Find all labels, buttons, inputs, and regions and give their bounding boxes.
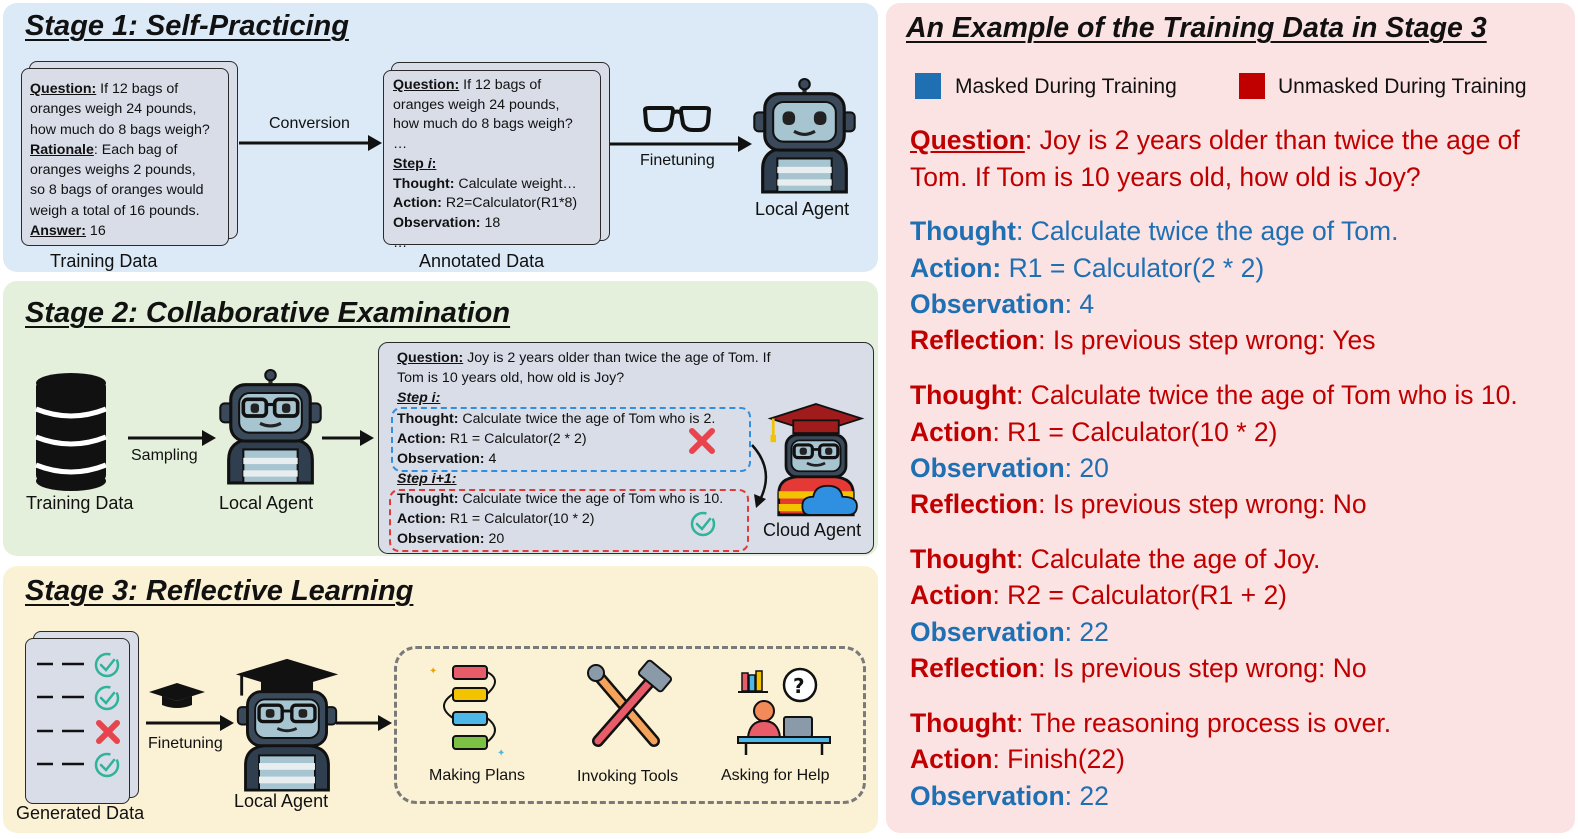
stage3-title: Stage 3: Reflective Learning <box>25 575 414 607</box>
legend-unmasked-swatch <box>1239 73 1265 99</box>
stage2-training-label: Training Data <box>26 493 134 513</box>
stage3-finetuning-label: Finetuning <box>148 735 223 752</box>
annotated-card-text: Question: If 12 bags of oranges weigh 24… <box>393 77 578 251</box>
tools-icon <box>587 659 673 747</box>
step1-thought: Thought: Calculate twice the age of Tom. <box>910 216 1399 246</box>
check-icon <box>94 652 120 678</box>
plans-icon: ✦ ✦ <box>429 665 505 759</box>
database-icon <box>35 373 107 491</box>
step3-reflection: Reflection: Is previous step wrong: No <box>910 653 1367 683</box>
robot-icon <box>235 658 339 792</box>
stage3-agent-label: Local Agent <box>234 791 329 811</box>
step4-observation: Observation: 22 <box>910 781 1109 811</box>
check-icon <box>690 511 716 537</box>
robot-icon <box>753 77 856 194</box>
stage1-agent-label: Local Agent <box>755 199 850 219</box>
svg-text:✦: ✦ <box>429 666 437 677</box>
sampling-arrow <box>128 430 216 446</box>
training-card-text: Question: If 12 bags of oranges weigh 24… <box>30 81 210 240</box>
finetuning-arrow-2 <box>146 715 234 731</box>
cloud-agent-icon <box>767 403 865 517</box>
correction-arrow <box>751 444 768 508</box>
check-icon <box>94 685 120 711</box>
legend-masked-label: Masked During Training <box>955 75 1177 98</box>
stage2-title: Stage 2: Collaborative Examination <box>25 297 511 329</box>
ability-invoking-tools: Invoking Tools <box>577 768 679 785</box>
check-icon <box>94 752 120 778</box>
annotated-label: Annotated Data <box>419 251 545 271</box>
abilities-arrow <box>336 715 392 731</box>
abilities-box <box>394 646 866 804</box>
stage1-title: Stage 1: Self-Practicing <box>25 10 349 42</box>
step1-reflection: Reflection: Is previous step wrong: Yes <box>910 325 1376 355</box>
generated-label: Generated Data <box>16 803 145 823</box>
cross-icon <box>96 720 120 744</box>
stage3-panel <box>3 566 878 833</box>
cross-icon <box>689 428 715 454</box>
example-question-line-2: Tom. If Tom is 10 years old, how old is … <box>910 162 1421 192</box>
finetuning-arrow-1 <box>610 136 752 152</box>
svg-text:?: ? <box>793 674 805 698</box>
legend-masked-swatch <box>915 73 941 99</box>
step2-observation: Observation: 20 <box>910 453 1109 483</box>
step-i1-text: Thought: Calculate twice the age of Tom … <box>397 491 724 547</box>
conversion-arrow <box>239 135 382 151</box>
cloud-agent-label: Cloud Agent <box>763 520 862 540</box>
graduation-cap-icon <box>149 683 205 708</box>
step2-action: Action: R1 = Calculator(10 * 2) <box>910 417 1278 447</box>
step1-observation: Observation: 4 <box>910 289 1095 319</box>
ability-making-plans: Making Plans <box>429 767 526 784</box>
exam-question: Question: Joy is 2 years older than twic… <box>397 350 771 406</box>
sampling-label: Sampling <box>131 447 198 464</box>
help-icon: ? <box>737 667 831 755</box>
training-card <box>21 68 229 246</box>
step-i1-label: Step i+1: <box>397 471 457 487</box>
glasses-icon <box>642 106 712 132</box>
stage1-finetuning-label: Finetuning <box>640 152 715 169</box>
example-panel <box>886 3 1575 833</box>
generated-card-rows <box>37 662 84 766</box>
step4-thought: Thought: The reasoning process is over. <box>910 708 1392 738</box>
step3-observation: Observation: 22 <box>910 617 1109 647</box>
conversion-label: Conversion <box>269 115 350 132</box>
step1-action: Action: R1 = Calculator(2 * 2) <box>910 253 1265 283</box>
generated-card <box>25 638 130 804</box>
robot-icon <box>219 368 322 485</box>
example-title: An Example of the Training Data in Stage… <box>906 12 1487 44</box>
ability-asking-for-help: Asking for Help <box>721 767 830 784</box>
stage1-training-label: Training Data <box>50 251 158 271</box>
step4-action: Action: Finish(22) <box>910 744 1125 774</box>
annotated-card <box>383 70 601 245</box>
legend-unmasked-label: Unmasked During Training <box>1278 75 1527 98</box>
step3-action: Action: R2 = Calculator(R1 + 2) <box>910 580 1288 610</box>
example-question-line-1: Question: Joy is 2 years older than twic… <box>910 125 1520 155</box>
step-i-box <box>391 407 751 472</box>
step2-thought: Thought: Calculate twice the age of Tom … <box>910 380 1518 410</box>
stage2-agent-label: Local Agent <box>219 493 314 513</box>
step-i1-box <box>389 489 749 552</box>
step3-thought: Thought: Calculate the age of Joy. <box>910 544 1321 574</box>
cloud-icon <box>801 484 858 516</box>
step-i-text: Thought: Calculate twice the age of Tom … <box>397 411 716 467</box>
svg-text:✦: ✦ <box>497 748 505 759</box>
examine-arrow <box>322 430 374 446</box>
step2-reflection: Reflection: Is previous step wrong: No <box>910 489 1367 519</box>
